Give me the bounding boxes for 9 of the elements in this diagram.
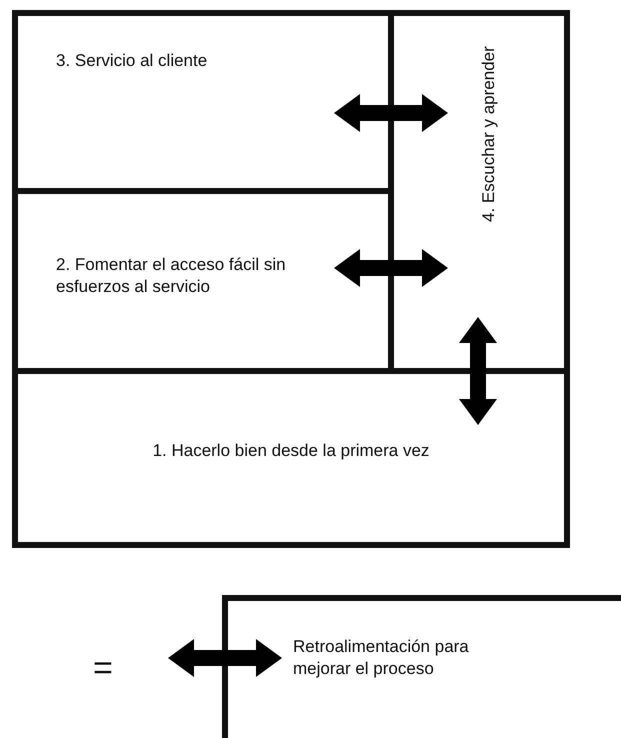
double-arrow bbox=[459, 317, 497, 425]
legend-text: Retroalimentación para mejorar el proceso bbox=[293, 636, 470, 680]
double-arrow bbox=[334, 94, 448, 132]
section-label: 1. Hacerlo bien desde la primera vez bbox=[152, 440, 430, 462]
equals-sign: = bbox=[93, 650, 113, 686]
section-label: 2. Fomentar el acceso fácil sin esfuerzos al servicio bbox=[56, 254, 286, 298]
section-label: 3. Servicio al cliente bbox=[56, 50, 208, 72]
double-arrow bbox=[334, 249, 448, 287]
section-label: 4. Escuchar y aprender bbox=[478, 46, 499, 224]
